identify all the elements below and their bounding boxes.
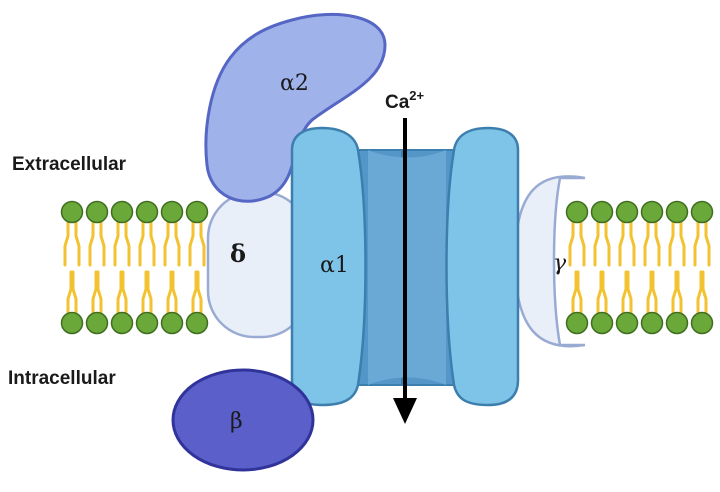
lipid-head — [185, 311, 209, 335]
gamma-label: γ — [553, 251, 567, 276]
lipid-tail — [676, 270, 683, 317]
lipid-head — [160, 200, 184, 224]
lipid-head — [665, 311, 689, 335]
alpha1-label: α1 — [320, 253, 349, 278]
lipid-tail — [618, 218, 625, 267]
lipid-head — [160, 311, 184, 335]
lipid-head — [640, 311, 664, 335]
lipid-tail — [693, 218, 700, 267]
lipid-tail — [138, 218, 145, 267]
lipid-tail — [141, 270, 148, 317]
lipid-tail — [621, 270, 628, 317]
beta-subunit — [171, 368, 315, 472]
lipid-tail — [596, 270, 603, 317]
lipid-tail — [571, 270, 578, 317]
lipid-tail — [671, 270, 678, 317]
left-lipid-bilayer — [60, 200, 209, 335]
lipid-tail — [651, 270, 658, 317]
lipid-tail — [149, 218, 156, 267]
lipid-tail — [604, 218, 611, 267]
calcium-ion-symbol: Ca — [385, 92, 410, 113]
calcium-ion-label: Ca2+ — [385, 88, 425, 113]
lipid-tail — [116, 270, 123, 317]
lipid-tail — [174, 218, 181, 267]
lipid-tail — [626, 270, 633, 317]
lipid-tail — [166, 270, 173, 317]
lipid-tail — [66, 270, 73, 317]
lipid-tail — [196, 270, 203, 317]
beta-label: β — [230, 409, 243, 434]
lipid-tail — [88, 218, 95, 267]
lipid-head — [85, 200, 109, 224]
lipid-head — [135, 200, 159, 224]
lipid-tail — [654, 218, 661, 267]
lipid-tail — [188, 218, 195, 267]
lipid-tail — [646, 270, 653, 317]
lipid-tail — [96, 270, 103, 317]
intracellular-label: Intracellular — [8, 368, 116, 389]
lipid-tail — [568, 218, 575, 267]
lipid-tail — [63, 218, 70, 267]
alpha2-subunit — [204, 12, 387, 203]
lipid-tail — [643, 218, 650, 267]
lipid-tail — [579, 218, 586, 267]
lipid-head — [135, 311, 159, 335]
lipid-tail — [593, 218, 600, 267]
alpha1-right-domain — [445, 126, 520, 407]
lipid-tail — [629, 218, 636, 267]
lipid-tail — [668, 218, 675, 267]
lipid-tail — [704, 218, 711, 267]
lipid-head — [60, 311, 84, 335]
lipid-head — [690, 311, 714, 335]
lipid-head — [110, 200, 134, 224]
lipid-head — [590, 200, 614, 224]
calcium-ion-charge: 2+ — [409, 88, 424, 103]
delta-label: δ — [230, 239, 246, 268]
lipid-head — [590, 311, 614, 335]
lipid-tail — [113, 218, 120, 267]
lipid-head — [640, 200, 664, 224]
lipid-head — [185, 200, 209, 224]
lipid-tail — [601, 270, 608, 317]
lipid-tail — [124, 218, 131, 267]
lipid-head — [565, 200, 589, 224]
lipid-tail — [191, 270, 198, 317]
lipid-tail — [146, 270, 153, 317]
lipid-tail — [696, 270, 703, 317]
gamma-subunit — [513, 175, 586, 348]
lipid-head — [85, 311, 109, 335]
lipid-head — [60, 200, 84, 224]
right-lipid-bilayer — [565, 200, 714, 335]
lipid-head — [615, 311, 639, 335]
alpha1-left-domain — [290, 126, 367, 407]
lipid-tail — [91, 270, 98, 317]
lipid-tail — [701, 270, 708, 317]
alpha2-label: α2 — [280, 71, 309, 96]
extracellular-label: Extracellular — [12, 154, 127, 175]
lipid-head — [110, 311, 134, 335]
lipid-head — [565, 311, 589, 335]
lipid-head — [665, 200, 689, 224]
lipid-tail — [71, 270, 78, 317]
calcium-flow-arrowhead — [393, 398, 417, 424]
lipid-tail — [99, 218, 106, 267]
lipid-tail — [74, 218, 81, 267]
lipid-tail — [171, 270, 178, 317]
lipid-head — [615, 200, 639, 224]
lipid-tail — [679, 218, 686, 267]
lipid-tail — [199, 218, 206, 267]
lipid-tail — [121, 270, 128, 317]
lipid-tail — [576, 270, 583, 317]
lipid-tail — [163, 218, 170, 267]
lipid-head — [690, 200, 714, 224]
